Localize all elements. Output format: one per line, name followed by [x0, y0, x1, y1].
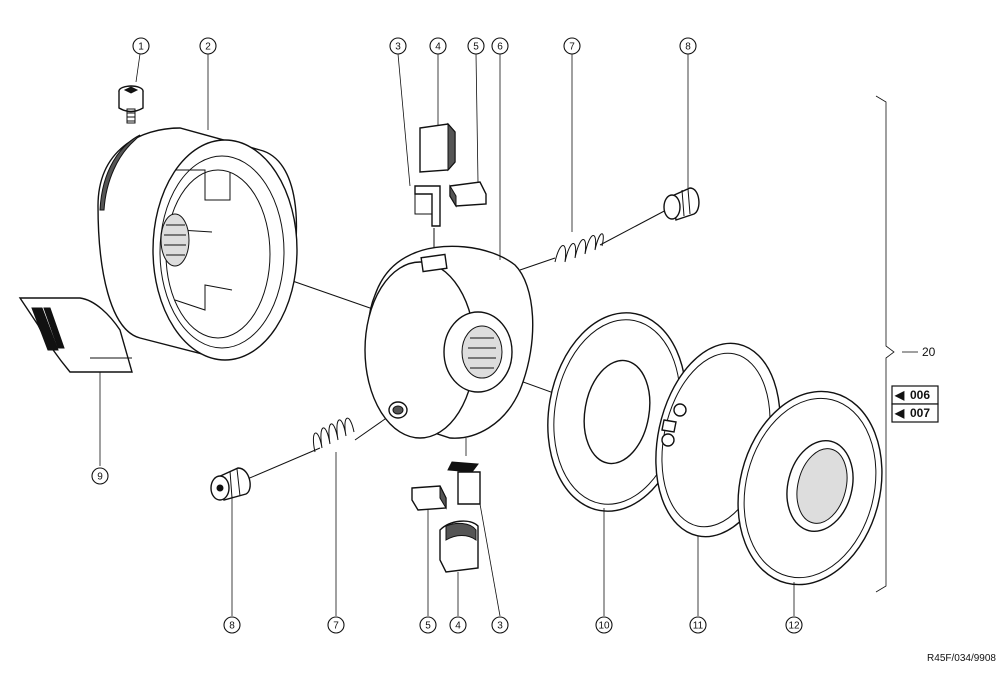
callout-7-bottom: 7 [327, 616, 345, 634]
svg-text:4: 4 [455, 621, 461, 632]
svg-text:6: 6 [497, 42, 503, 53]
svg-text:5: 5 [473, 42, 479, 53]
reference-label: 006 [910, 388, 930, 402]
friction-disc-part-10 [547, 312, 687, 512]
set-screw-part-8-bottom [210, 467, 251, 501]
compression-spring-part-7-top [554, 233, 604, 263]
set-screw-part-8-top [663, 187, 700, 221]
callout-2: 2 [199, 37, 217, 55]
callout-12: 12 [785, 616, 803, 634]
callout-4-bottom: 4 [449, 616, 467, 634]
callout-4-top: 4 [429, 37, 447, 55]
callout-10: 10 [595, 616, 613, 634]
spring-clip-part-3-top [414, 185, 441, 227]
reference-arrow-icon: ◀ [894, 406, 905, 420]
svg-text:10: 10 [598, 621, 610, 632]
spring-clip-part-3-bottom [447, 461, 481, 505]
cap-screw-part-1 [118, 85, 144, 124]
svg-text:11: 11 [693, 621, 704, 632]
clutch-housing-part-2 [97, 127, 298, 361]
callout-6: 6 [491, 37, 509, 55]
assembly-number-label: 20 [922, 345, 936, 359]
reference-box-007: ◀ 007 [891, 403, 939, 423]
reference-arrow-icon: ◀ [894, 388, 905, 402]
svg-text:3: 3 [497, 621, 503, 632]
assembly-bracket: 20 [875, 95, 936, 593]
callout-3-top: 3 [389, 37, 407, 55]
label-decal-part-9 [18, 297, 133, 373]
compression-spring-part-7-bottom [312, 417, 355, 453]
callout-8-bottom: 8 [223, 616, 241, 634]
callout-8-top: 8 [679, 37, 697, 55]
pressure-plate-part-12 [737, 390, 883, 586]
svg-text:4: 4 [435, 42, 441, 53]
callout-9: 9 [91, 467, 109, 485]
wedge-part-5-bottom [411, 485, 447, 511]
svg-text:9: 9 [97, 472, 103, 483]
callout-5-bottom: 5 [419, 616, 437, 634]
svg-text:8: 8 [229, 621, 235, 632]
svg-text:8: 8 [685, 42, 691, 53]
pressure-block-part-4-bottom [439, 520, 479, 573]
svg-text:1: 1 [138, 42, 144, 53]
callout-5-top: 5 [467, 37, 485, 55]
pressure-block-part-4-top [419, 122, 456, 173]
svg-text:5: 5 [425, 621, 431, 632]
callout-1: 1 [132, 37, 150, 55]
svg-text:2: 2 [205, 42, 211, 53]
svg-text:12: 12 [788, 621, 800, 632]
callout-11: 11 [689, 616, 707, 634]
svg-text:7: 7 [569, 42, 575, 53]
reference-label: 007 [910, 406, 930, 420]
hub-body-part-6 [364, 245, 534, 439]
callout-7-top: 7 [563, 37, 581, 55]
svg-text:7: 7 [333, 621, 339, 632]
svg-text:3: 3 [395, 42, 401, 53]
leader-lines [99, 53, 795, 617]
callout-3-bottom: 3 [491, 616, 509, 634]
reference-box-006: ◀ 006 [891, 385, 939, 405]
wedge-part-5-top [449, 181, 487, 208]
drawing-code: R45F/034/9908 [927, 653, 996, 664]
